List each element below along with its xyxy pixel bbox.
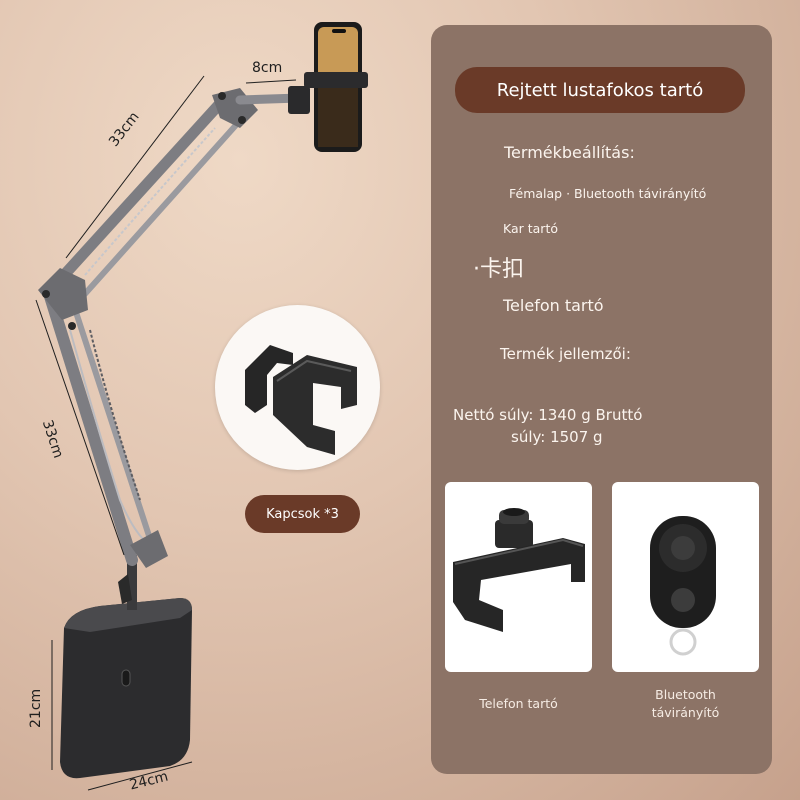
- phone-holder-icon: [453, 508, 585, 632]
- dimension-base-height: 21cm: [28, 688, 44, 728]
- dimension-lines: [35, 75, 297, 791]
- clips-icon: [245, 345, 357, 455]
- remote-card: [612, 482, 759, 672]
- upper-arm: [49, 92, 248, 308]
- remote-caption: Bluetooth távirányító: [612, 686, 759, 722]
- settings-line-4: Telefon tartó: [503, 296, 604, 315]
- phone-holder-card: [445, 482, 592, 672]
- settings-heading: Termékbeállítás:: [504, 143, 635, 162]
- dimension-phone-arm: 8cm: [252, 60, 283, 76]
- settings-line-1: Fémalap · Bluetooth távirányító: [509, 186, 707, 201]
- clips-label: Kapcsok *3: [245, 495, 360, 533]
- lower-arm: [42, 284, 155, 566]
- remote-caption-line-1: Bluetooth: [655, 687, 716, 702]
- settings-line-2: Kar tartó: [503, 221, 558, 236]
- phone-image: [304, 22, 368, 152]
- weight-line-2: súly: 1507 g: [511, 428, 603, 446]
- bluetooth-remote-icon: [650, 516, 716, 656]
- stand-illustration: [35, 22, 368, 791]
- weight-line-1: Nettó súly: 1340 g Bruttó: [453, 406, 643, 424]
- base-plate: [60, 598, 192, 779]
- settings-line-3: ·卡扣: [473, 257, 524, 282]
- product-title: Rejtett lustafokos tartó: [455, 67, 745, 113]
- clips-image: [215, 305, 380, 470]
- features-heading: Termék jellemzői:: [500, 345, 631, 363]
- phone-holder-caption: Telefon tartó: [479, 696, 558, 711]
- product-info-panel: Rejtett lustafokos tartó Termékbeállítás…: [431, 25, 772, 774]
- remote-caption-line-2: távirányító: [651, 705, 720, 720]
